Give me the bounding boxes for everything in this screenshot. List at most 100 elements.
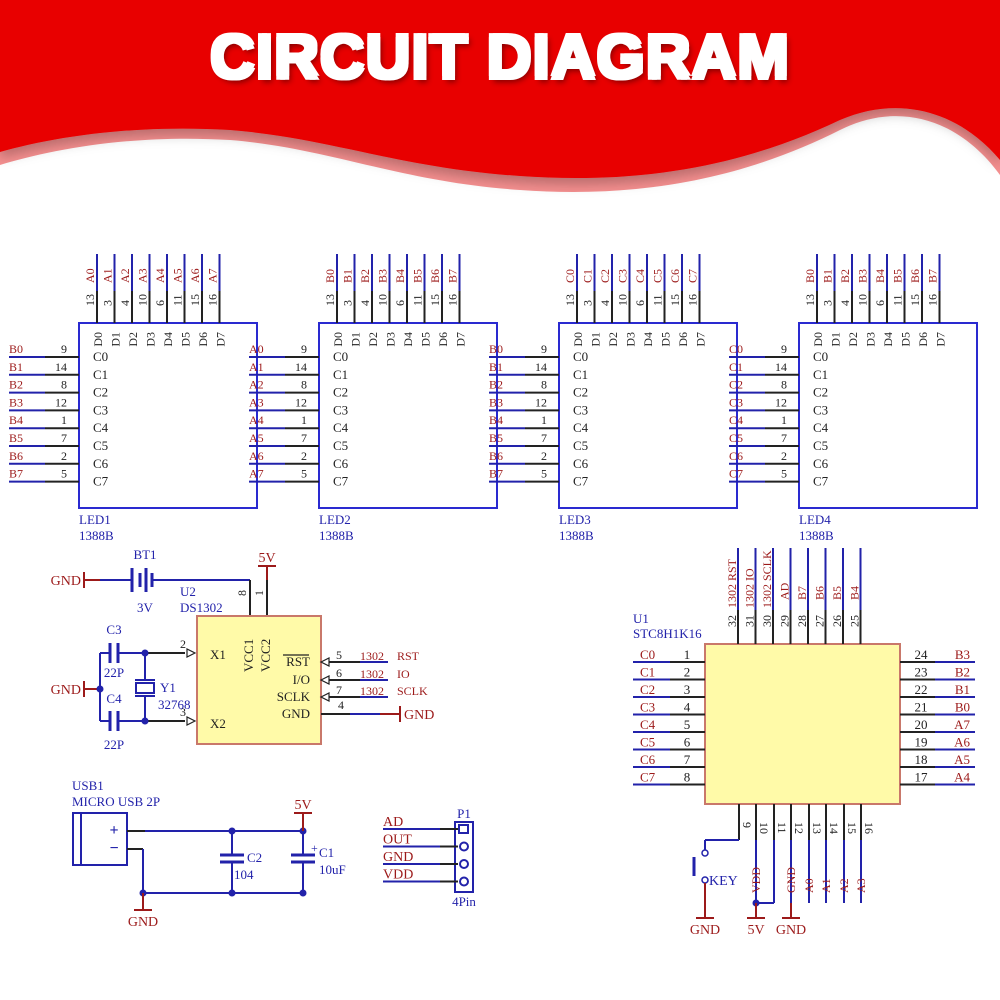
- net-label: B5: [411, 269, 425, 283]
- pin-number: 15: [845, 822, 859, 834]
- net-label: C4: [633, 269, 647, 283]
- pin-number: 11: [891, 294, 905, 306]
- pin-name: C0: [573, 349, 588, 364]
- net-label: B0: [9, 342, 23, 356]
- net-label: C5: [729, 431, 743, 445]
- pin-number: 18: [915, 752, 928, 767]
- pin-number: 2: [684, 665, 691, 680]
- pin-number: 4: [598, 300, 612, 306]
- pin-name: C1: [333, 367, 348, 382]
- component-ref: LED2: [319, 512, 351, 527]
- net-label: B7: [489, 467, 503, 481]
- pin-name: D5: [419, 332, 433, 347]
- net-label: A7: [954, 717, 970, 732]
- net-label: C1: [581, 269, 595, 283]
- power-5v-label: 5V: [294, 798, 311, 813]
- pin-number: 5: [61, 467, 67, 481]
- pin-name: D1: [109, 332, 123, 347]
- pin-name: D1: [829, 332, 843, 347]
- header-pin-round: [459, 876, 469, 887]
- net-label: C0: [563, 269, 577, 283]
- pin-name: C7: [93, 474, 109, 489]
- pin-name: D4: [401, 332, 415, 347]
- net-label: A2: [249, 378, 264, 392]
- net-label: B6: [813, 586, 827, 600]
- pin-name: C2: [333, 385, 348, 400]
- net-label: B0: [489, 342, 503, 356]
- mcu-part: STC8H1K16: [633, 626, 702, 641]
- net-label: B5: [891, 269, 905, 283]
- junction-dot: [141, 649, 149, 657]
- input-arrow: [319, 692, 330, 702]
- cap-ref: C3: [106, 622, 121, 637]
- pin-number: 8: [301, 378, 307, 392]
- pin-number: 32: [725, 615, 739, 627]
- pin-number: 1: [781, 413, 787, 427]
- pin-number: 17: [915, 770, 929, 785]
- pin-number: 1: [61, 413, 67, 427]
- pin-name: C4: [333, 420, 349, 435]
- net-label: C4: [640, 717, 656, 732]
- pin-name: D0: [91, 332, 105, 347]
- net-label: B7: [795, 586, 809, 600]
- pin-number: 7: [61, 431, 67, 445]
- pin-number: 11: [411, 294, 425, 306]
- pin-number: 7: [336, 683, 342, 697]
- pin-number: 1: [684, 647, 691, 662]
- pin-number: 7: [684, 752, 691, 767]
- net-label: C4: [729, 413, 743, 427]
- pin-number: 12: [295, 395, 307, 409]
- pin-name: C4: [813, 420, 829, 435]
- page-title: CIRCUIT DIAGRAM: [209, 22, 791, 94]
- component-part: 1388B: [799, 528, 834, 543]
- pin-number: 16: [446, 294, 460, 306]
- pin-number: 29: [778, 615, 792, 627]
- component-ref: LED3: [559, 512, 591, 527]
- net-label: A1: [101, 268, 115, 283]
- net-label: B3: [376, 269, 390, 283]
- header-body: [454, 821, 474, 893]
- pin-number: 14: [827, 822, 841, 834]
- pin-name: D3: [864, 332, 878, 347]
- net-label: GND: [383, 850, 413, 865]
- pin-name: C0: [813, 349, 828, 364]
- pin-number: 16: [926, 294, 940, 306]
- junction-dot: [141, 717, 149, 725]
- pin-name: D6: [436, 332, 450, 347]
- pin-name: C4: [573, 420, 589, 435]
- key-contact: [701, 876, 709, 884]
- pin-number: 3: [101, 300, 115, 306]
- pin-name: GND: [282, 706, 310, 721]
- pin-number: 4: [838, 300, 852, 306]
- net-label: C1: [640, 665, 655, 680]
- pin-name: D5: [659, 332, 673, 347]
- pin-number: 15: [668, 294, 682, 306]
- pin-number: 6: [336, 666, 342, 680]
- pin-number: 6: [633, 300, 647, 306]
- pin-name: RST: [286, 654, 310, 669]
- net-label: A6: [188, 268, 202, 283]
- pin-number: 6: [153, 300, 167, 306]
- pin-name: D1: [589, 332, 603, 347]
- pin-number: 12: [55, 395, 67, 409]
- key-contact: [701, 849, 709, 857]
- pin-number: 6: [393, 300, 407, 306]
- net-label: B5: [830, 586, 844, 600]
- pin-number: 7: [301, 431, 307, 445]
- pin-name: D5: [899, 332, 913, 347]
- net-label: C3: [729, 395, 743, 409]
- power-label: 5V: [747, 923, 764, 938]
- pin-name: D7: [454, 332, 468, 347]
- net-label: A0: [83, 268, 97, 283]
- pin-number: 2: [781, 449, 787, 463]
- crystal-body: [135, 682, 155, 694]
- pin-name: D3: [144, 332, 158, 347]
- pin-number: 23: [915, 665, 928, 680]
- pin-number: 7: [541, 431, 547, 445]
- pin-number: 3: [684, 682, 691, 697]
- pin-name: C5: [93, 438, 108, 453]
- pin-number: 8: [541, 378, 547, 392]
- usb-minus: −: [109, 840, 118, 857]
- pin-number: 13: [563, 294, 577, 306]
- pin-number: 30: [760, 615, 774, 627]
